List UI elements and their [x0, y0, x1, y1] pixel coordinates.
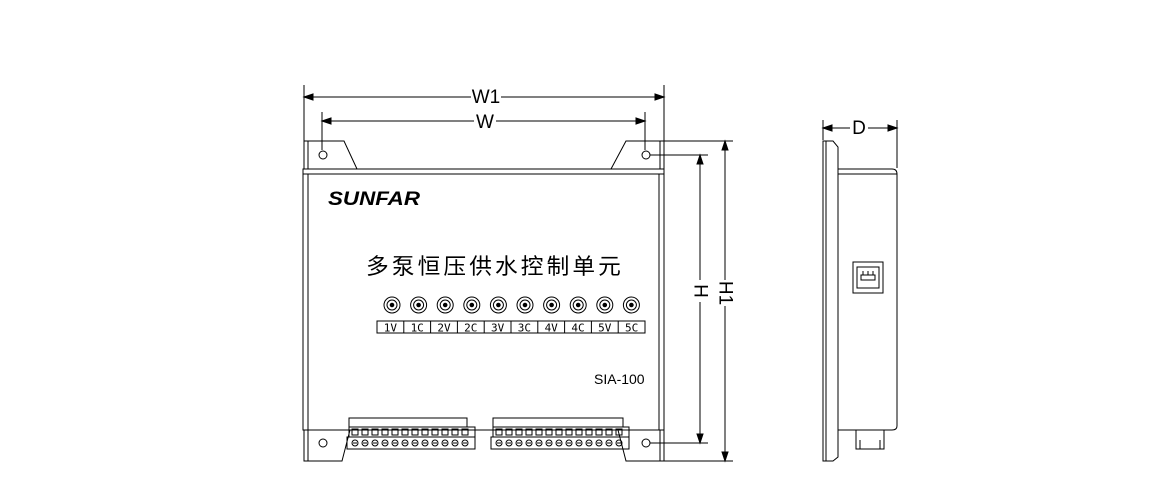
connector-socket-5v: [596, 296, 614, 314]
mount-hole-bottom-left: [318, 438, 328, 448]
channel-label-3v: 3V: [491, 322, 505, 335]
channel-label-strip: [376, 320, 646, 334]
terminal-screw: [505, 439, 513, 447]
terminal-screw: [441, 439, 449, 447]
channel-label-1c: 1C: [411, 322, 424, 335]
terminal-screw: [575, 439, 583, 447]
terminal-screw: [525, 439, 533, 447]
connector-socket-2v: [436, 296, 454, 314]
terminal-screw: [371, 439, 379, 447]
channel-label-4c: 4C: [571, 322, 584, 335]
channel-connector-row: [383, 296, 640, 314]
terminal-screw: [351, 439, 359, 447]
channel-label-2v: 2V: [437, 322, 451, 335]
model-number: SIA-100: [594, 371, 645, 387]
terminal-screw: [391, 439, 399, 447]
terminal-screw: [421, 439, 429, 447]
channel-label-3c: 3C: [518, 322, 531, 335]
w1-label: W1: [472, 87, 501, 108]
terminal-block-left: [346, 417, 476, 450]
h1-label: H1: [715, 281, 736, 305]
terminal-screw: [585, 439, 593, 447]
w-label: W: [476, 112, 494, 133]
connector-socket-1c: [410, 296, 428, 314]
terminal-screw: [535, 439, 543, 447]
mount-hole-top-left: [318, 150, 328, 160]
bottom-mounting-flange: [303, 429, 665, 462]
connector-socket-4v: [543, 296, 561, 314]
side-view-body: [822, 140, 898, 462]
channel-label-5v: 5V: [598, 322, 612, 335]
connector-socket-2c: [463, 296, 481, 314]
terminal-screw: [595, 439, 603, 447]
channel-label-5c: 5C: [625, 322, 638, 335]
terminal-screw: [555, 439, 563, 447]
terminal-screw: [461, 439, 469, 447]
connector-socket-4c: [569, 296, 587, 314]
product-title: 多泵恒压供水控制单元: [366, 255, 624, 280]
terminal-screw: [545, 439, 553, 447]
terminal-block-right: [490, 417, 630, 450]
terminal-screw: [431, 439, 439, 447]
h-label: H: [690, 284, 711, 298]
connector-socket-3c: [516, 296, 534, 314]
connector-socket-3v: [489, 296, 507, 314]
terminal-screw: [605, 439, 613, 447]
channel-labels: 1V 1C 2V 2C 3V 3C 4V 4C 5V 5C: [384, 322, 638, 335]
terminal-screw: [401, 439, 409, 447]
terminal-screw: [451, 439, 459, 447]
channel-label-4v: 4V: [545, 322, 559, 335]
d-label: D: [852, 118, 866, 139]
rj45-port: [852, 261, 884, 294]
top-mounting-flange: [303, 140, 665, 170]
terminal-screw: [411, 439, 419, 447]
channel-label-2c: 2C: [464, 322, 477, 335]
front-body: [302, 168, 665, 431]
terminal-screw: [615, 439, 623, 447]
terminal-screw: [515, 439, 523, 447]
channel-label-1v: 1V: [384, 322, 398, 335]
terminal-screw: [565, 439, 573, 447]
brand-logo: SUNFAR: [328, 189, 420, 210]
connector-socket-1v: [383, 296, 401, 314]
mount-hole-top-right: [641, 150, 651, 160]
terminal-screw: [381, 439, 389, 447]
terminal-screw: [361, 439, 369, 447]
mount-hole-bottom-right: [641, 438, 651, 448]
connector-socket-5c: [622, 296, 640, 314]
terminal-screw: [495, 439, 503, 447]
